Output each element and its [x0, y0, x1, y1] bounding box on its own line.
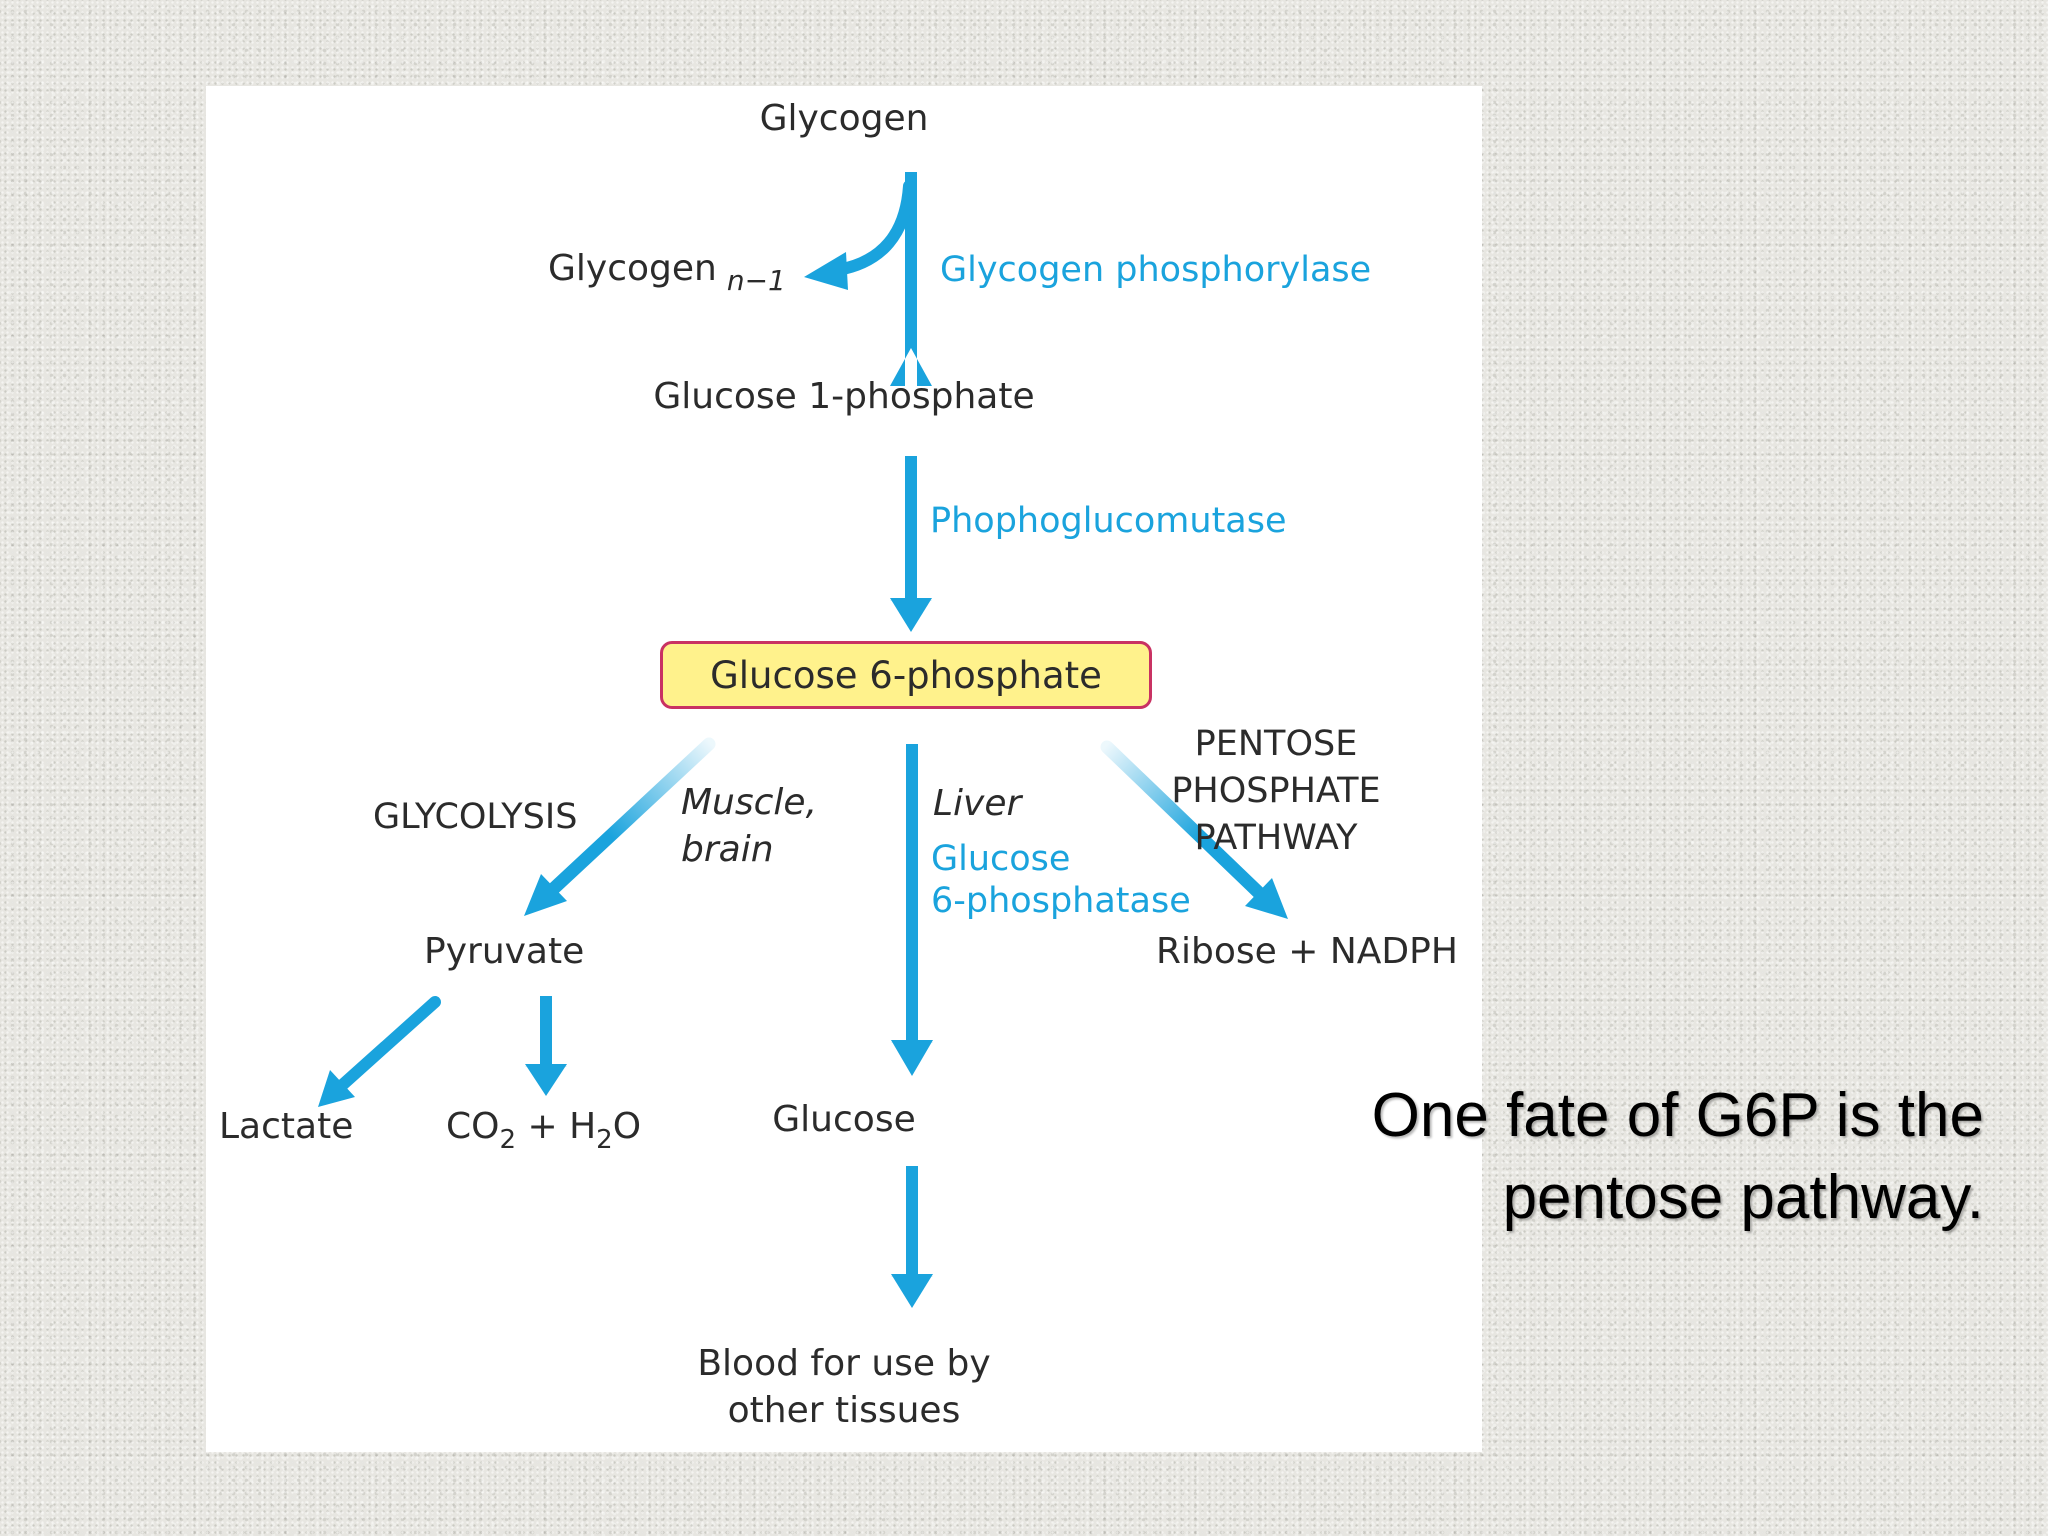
arrow-liver — [891, 744, 933, 1046]
arrow-to-glycogen-n1 — [832, 180, 915, 276]
node-glycogen-n1: Glycogen n−1 — [548, 247, 786, 298]
slide-caption: One fate of G6P is the pentose pathway. — [1372, 1075, 1984, 1239]
node-pyruvate: Pyruvate — [424, 931, 585, 972]
arrowhead-blood — [891, 1274, 933, 1308]
node-glucose-1-phosphate: Glucose 1-phosphate — [653, 376, 1035, 417]
node-blood-line1: Blood for use by — [697, 1343, 991, 1384]
pathway-figure: Glycogen Glycogen n−1 Glycogen phosphoryl… — [206, 86, 1482, 1452]
label-brain: brain — [681, 829, 774, 870]
enzyme-phosphoglucomutase: Phophoglucomutase — [930, 501, 1287, 541]
enzyme-glucose-6-phosphatase-line1: Glucose — [931, 839, 1071, 879]
arrow-glycolysis — [543, 737, 716, 899]
h2o-o-text: O — [612, 1106, 642, 1147]
node-glucose-6-phosphate: Glucose 6-phosphate — [660, 641, 1152, 709]
arrowhead-g1p-to-g6p — [890, 598, 932, 632]
label-glycolysis: GLYCOLYSIS — [373, 797, 578, 837]
label-ppp-line2: PHOSPHATE — [1171, 771, 1381, 811]
plus-h-text: + H — [527, 1106, 597, 1147]
node-ribose-nadph: Ribose + NADPH — [1156, 931, 1458, 972]
node-glucose: Glucose — [772, 1099, 916, 1140]
co2-text: CO — [446, 1106, 500, 1147]
label-ppp-line1: PENTOSE — [1194, 724, 1358, 764]
node-lactate: Lactate — [219, 1106, 354, 1147]
arrowhead-lactate — [318, 1070, 355, 1107]
caption-line2: pentose pathway. — [1502, 1162, 1984, 1232]
enzyme-glucose-6-phosphatase-line2: 6-phosphatase — [931, 881, 1191, 921]
glycogen-n1-text: Glycogen — [548, 248, 717, 289]
arrowhead-co2-h2o — [525, 1064, 567, 1096]
arrow-glycogen-to-g1p — [890, 172, 932, 386]
arrowhead-ppp — [1245, 878, 1288, 919]
arrow-to-lactate — [333, 996, 441, 1094]
glucose-6-phosphate-label: Glucose 6-phosphate — [710, 653, 1102, 697]
node-glycogen: Glycogen — [759, 98, 929, 139]
arrowhead-glycogen-n1 — [804, 252, 848, 290]
arrow-g1p-to-g6p — [890, 456, 932, 604]
node-co2-h2o: CO2 + H2O — [446, 1105, 641, 1156]
label-liver: Liver — [933, 783, 1022, 824]
enzyme-glycogen-phosphorylase: Glycogen phosphorylase — [940, 250, 1372, 290]
arrowhead-liver — [891, 1040, 933, 1076]
caption-line1: One fate of G6P is the — [1371, 1081, 1984, 1150]
co2-subscript: 2 — [499, 1125, 517, 1155]
arrow-to-blood — [891, 1166, 933, 1280]
glycogen-n1-subscript: n−1 — [726, 264, 786, 297]
arrowhead-glycolysis — [524, 874, 567, 916]
node-blood-line2: other tissues — [727, 1390, 961, 1431]
arrow-to-co2-h2o — [525, 996, 567, 1070]
arrow-ppp — [1100, 740, 1265, 899]
h2o-subscript: 2 — [596, 1125, 613, 1155]
label-ppp-line3: PATHWAY — [1194, 818, 1358, 858]
arrows-layer — [318, 172, 1288, 1308]
label-muscle: Muscle, — [681, 782, 818, 823]
